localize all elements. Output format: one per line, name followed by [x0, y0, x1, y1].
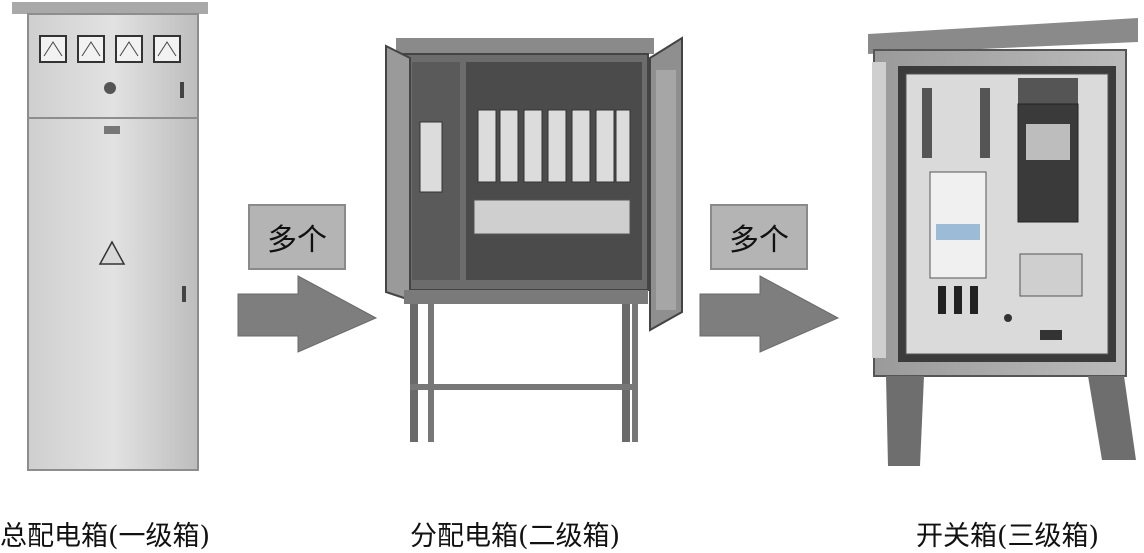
flow-arrow-icon — [700, 276, 838, 352]
stage-caption-level-2: 分配电箱(二级箱) — [410, 514, 620, 553]
switch-box — [868, 18, 1138, 466]
flow-arrow-icon — [238, 276, 376, 352]
selector-knob-icon — [104, 82, 116, 94]
stage-caption-level-1: 总配电箱(一级箱) — [0, 514, 210, 553]
connector-label-2: 多个 — [710, 204, 808, 270]
stage-caption-level-3: 开关箱(三级箱) — [916, 514, 1099, 553]
sub-distribution-cabinet — [386, 38, 682, 442]
connector-label-1: 多个 — [248, 204, 346, 270]
main-distribution-cabinet — [12, 2, 208, 470]
